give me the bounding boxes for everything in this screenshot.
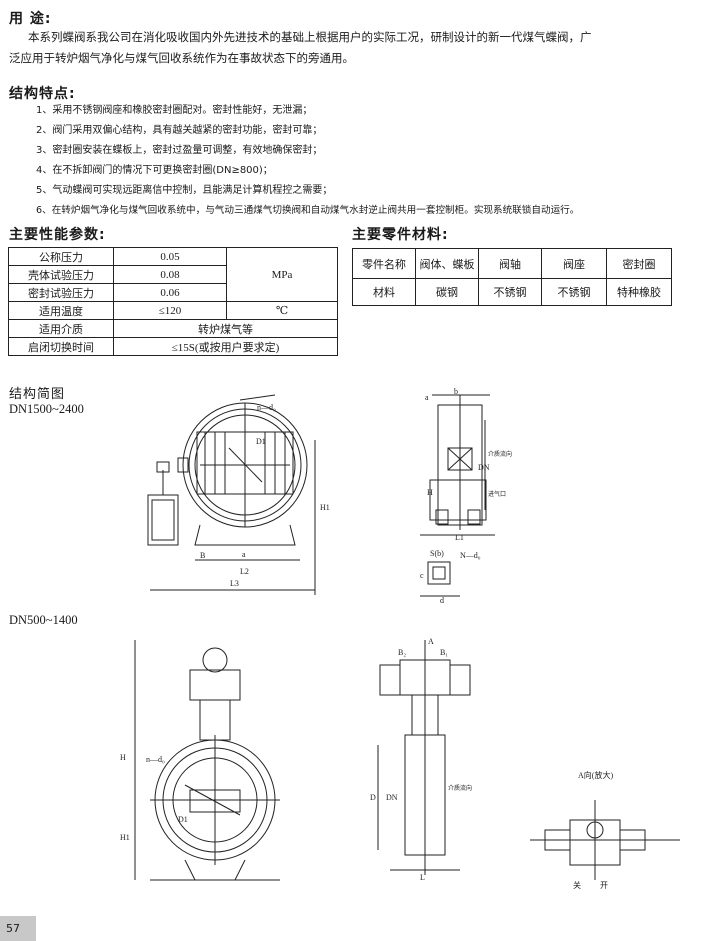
small-valve-side-view: A B₂ B₁ D DN L 介质流向	[370, 637, 472, 882]
feature-item: 3、密封圈安装在蝶板上，密封过盈量可调整，有效地确保密封；	[36, 145, 323, 156]
feature-item: 1、采用不锈钢阀座和橡胶密封圈配对。密封性能好，无泄漏；	[36, 105, 313, 116]
svg-text:B: B	[200, 551, 205, 560]
parts-cell: 特种橡胶	[606, 278, 672, 306]
svg-text:D1: D1	[178, 815, 188, 824]
range-label-large: DN1500~2400	[9, 402, 84, 416]
feature-item: 4、在不拆卸阀门的情况下可更换密封圈(DN≥800)；	[36, 165, 273, 176]
diagram-heading: 结构简图	[9, 387, 66, 402]
param-name: 壳体试验压力	[8, 265, 114, 284]
svg-text:A: A	[428, 637, 434, 646]
svg-text:H1: H1	[120, 833, 130, 842]
parts-header-cell: 阀轴	[478, 248, 542, 279]
svg-text:D1: D1	[256, 437, 266, 446]
usage-heading: 用 途:	[9, 11, 52, 27]
svg-text:开: 开	[600, 881, 608, 890]
parts-table: 零件名称 阀体、蝶板 阀轴 阀座 密封圈 材料 碳钢 不锈钢 不锈钢 特种橡胶	[352, 248, 672, 306]
svg-text:L3: L3	[230, 579, 239, 588]
range-label-small: DN500~1400	[9, 613, 78, 627]
svg-text:介质流向: 介质流向	[448, 784, 472, 792]
params-heading: 主要性能参数:	[9, 227, 106, 243]
svg-text:L2: L2	[240, 567, 249, 576]
parts-header-cell: 阀体、蝶板	[415, 248, 479, 279]
svg-text:B₁: B₁	[440, 648, 448, 657]
parts-heading: 主要零件材料:	[352, 227, 449, 243]
usage-text-line1: 本系列蝶阀系我公司在消化吸收国内外先进技术的基础上根据用户的实际工况，研制设计的…	[28, 30, 592, 44]
svg-text:n—d₀: n—d₀	[146, 755, 165, 764]
param-value: ≤15S(或按用户要求定)	[113, 337, 338, 356]
svg-text:L1: L1	[455, 533, 464, 542]
svg-text:DN: DN	[386, 793, 398, 802]
large-valve-side-view: b a DN H L1 介质流向 进气口 S(b) N—d₀ c d	[420, 387, 512, 605]
svg-text:DN: DN	[478, 463, 490, 472]
svg-text:c: c	[420, 571, 424, 580]
parts-cell: 材料	[352, 278, 416, 306]
svg-text:N—d₀: N—d₀	[460, 551, 481, 560]
svg-text:H1: H1	[320, 503, 330, 512]
large-valve-front-view: n—d₀ D1 H1 L2 L3 B a	[147, 394, 330, 595]
svg-text:H: H	[427, 488, 433, 497]
svg-text:d: d	[440, 596, 444, 605]
parts-cell: 碳钢	[415, 278, 479, 306]
feature-item: 2、阀门采用双偏心结构，具有越关越紧的密封功能，密封可靠；	[36, 125, 323, 136]
svg-text:S(b): S(b)	[430, 549, 444, 558]
param-name: 启闭切换时间	[8, 337, 114, 356]
svg-text:B₂: B₂	[398, 648, 406, 657]
svg-text:进气口: 进气口	[488, 490, 506, 498]
parts-header-cell: 密封圈	[606, 248, 672, 279]
param-name: 适用介质	[8, 319, 114, 338]
svg-text:D: D	[370, 793, 376, 802]
svg-text:n—d₀: n—d₀	[257, 403, 276, 412]
view-a-detail: A向(放大) 关 开	[530, 770, 680, 890]
svg-text:b: b	[454, 387, 458, 396]
feature-item: 6、在转炉烟气净化与煤气回收系统中，与气动三通煤气切换阀和自动煤气水封逆止阀共用…	[36, 205, 580, 216]
small-valve-front-view: H H1 n—d₀ D1	[120, 640, 280, 881]
usage-text-line2: 泛应用于转炉烟气净化与煤气回收系统作为在事故状态下的旁通用。	[9, 51, 354, 65]
page-number: 57	[0, 916, 36, 941]
param-unit-pressure: MPa	[226, 247, 338, 302]
params-table: 公称压力 0.05 MPa 壳体试验压力 0.08 密封试验压力 0.06 适用…	[8, 247, 338, 356]
svg-text:H: H	[120, 753, 126, 762]
parts-cell: 不锈钢	[478, 278, 542, 306]
svg-text:a: a	[242, 550, 246, 559]
svg-text:介质流向: 介质流向	[488, 450, 512, 458]
features-heading: 结构特点:	[9, 86, 76, 102]
feature-item: 5、气动蝶阀可实现远距离信中控制，且能满足计算机程控之需要；	[36, 185, 333, 196]
parts-cell: 不锈钢	[541, 278, 607, 306]
svg-text:关: 关	[573, 880, 581, 890]
svg-text:L: L	[420, 873, 425, 882]
param-name: 密封试验压力	[8, 283, 114, 302]
svg-text:A向(放大): A向(放大)	[578, 770, 613, 780]
parts-header-cell: 零件名称	[352, 248, 416, 279]
svg-text:a: a	[425, 393, 429, 402]
